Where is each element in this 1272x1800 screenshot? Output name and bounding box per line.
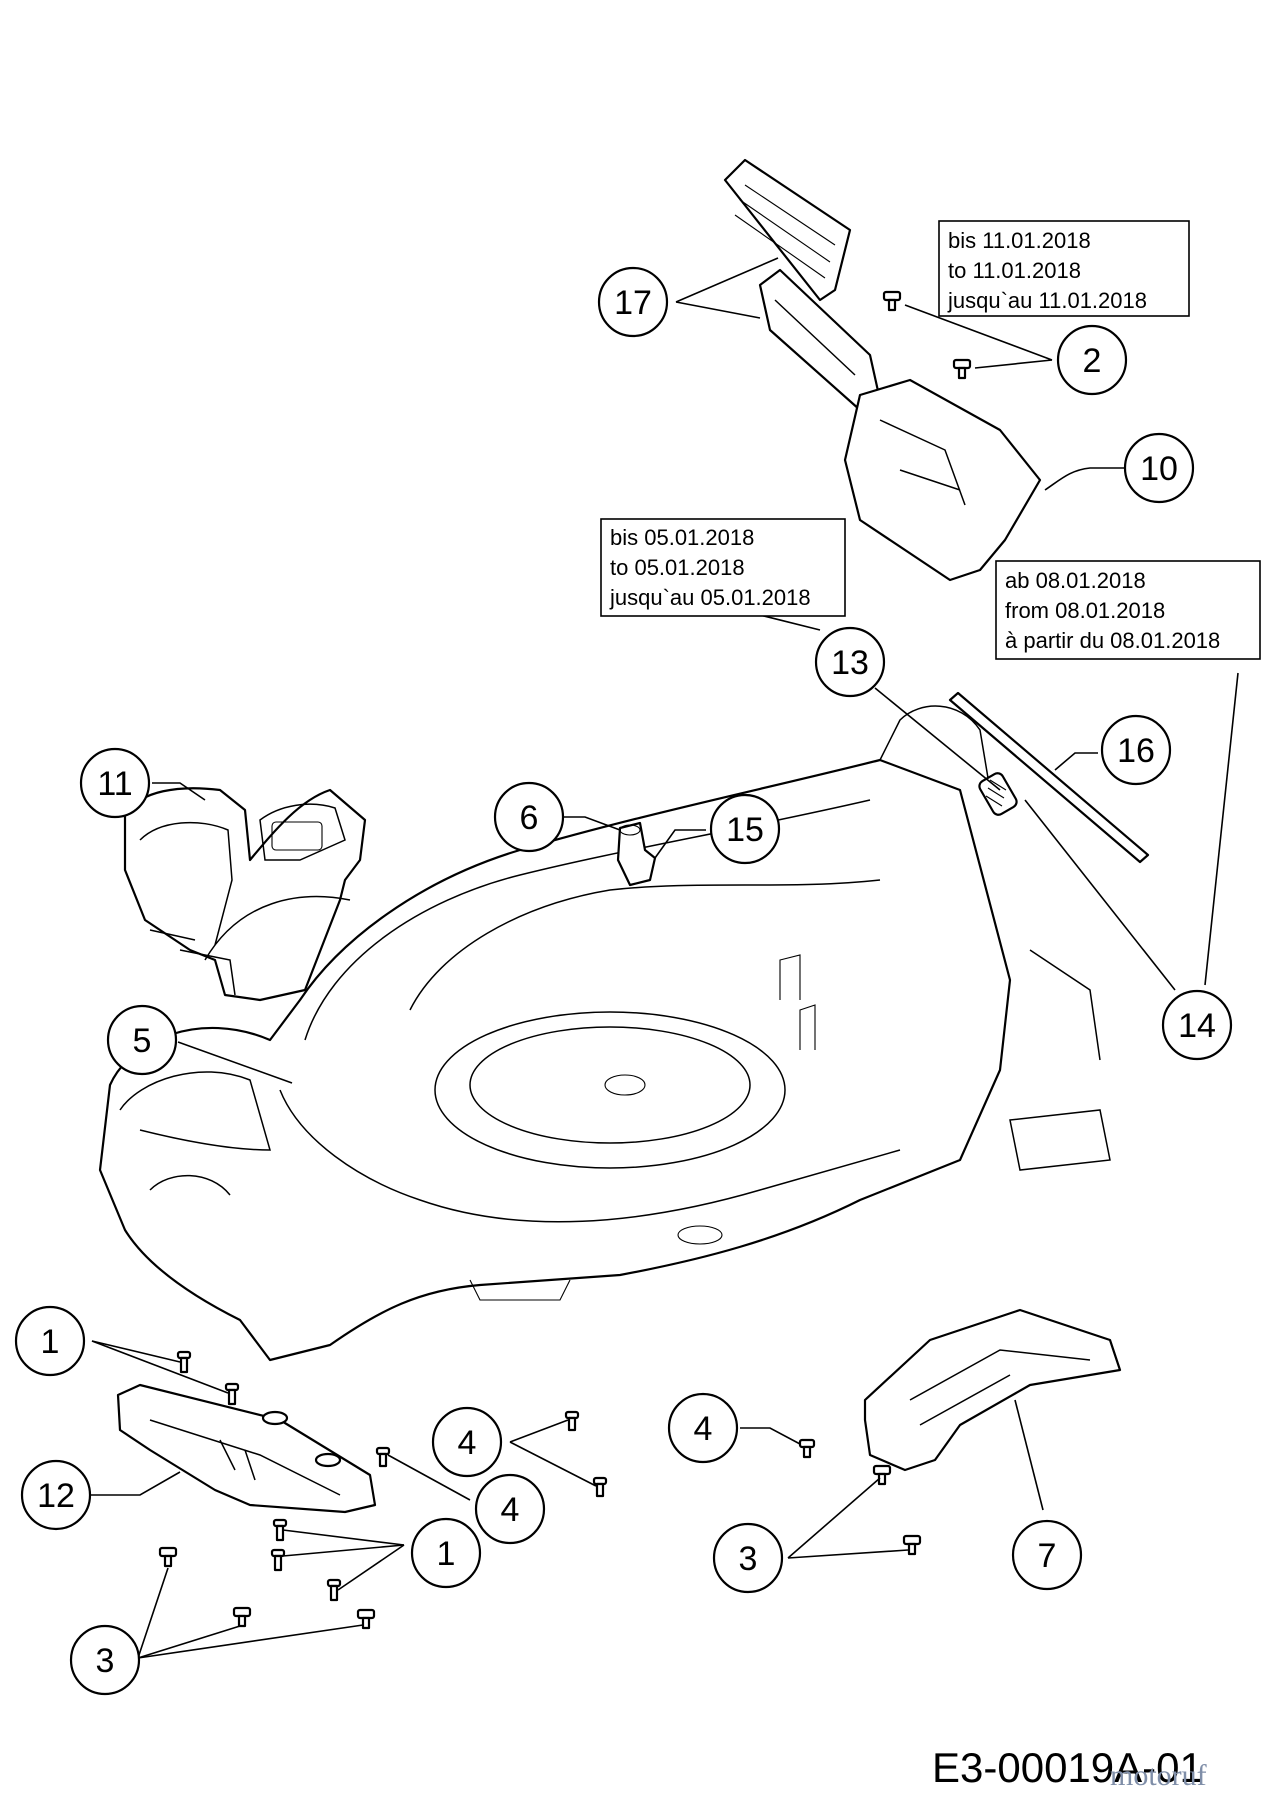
note-box-14: ab 08.01.2018 from 08.01.2018 à partir d…: [995, 560, 1261, 660]
callout-16: 16: [1100, 714, 1172, 786]
callout-1-upper-label: 1: [41, 1323, 60, 1361]
callout-1-upper: 1: [14, 1305, 86, 1377]
spring-part: [978, 772, 1018, 816]
callout-17: 17: [597, 266, 669, 338]
skid-plate-rear-part: [863, 1308, 1122, 1472]
callout-15: 15: [709, 793, 781, 865]
note-14-line-1: ab 08.01.2018: [1005, 568, 1146, 593]
rear-guard-part: [123, 787, 367, 1002]
callout-2-label: 2: [1083, 342, 1102, 380]
callout-14-label: 14: [1178, 1007, 1216, 1045]
callout-4-upper: 4: [431, 1406, 503, 1478]
mower-deck-part: [98, 705, 1111, 1362]
callout-3-left: 3: [69, 1624, 141, 1696]
note-2-line-1: bis 11.01.2018: [948, 228, 1091, 253]
callout-7: 7: [1011, 1519, 1083, 1591]
callout-6-label: 6: [520, 799, 539, 837]
skid-plate-front-part: [116, 1383, 377, 1514]
watermark: motoruf: [1110, 1759, 1207, 1792]
note-2-line-3: jusqu`au 11.01.2018: [947, 288, 1147, 313]
callout-3-right-label: 3: [739, 1540, 758, 1578]
leader-lines: [90, 257, 1239, 1659]
callout-2: 2: [1056, 324, 1128, 396]
callout-4-upper-label: 4: [458, 1424, 477, 1462]
callout-12-label: 12: [37, 1477, 75, 1515]
callout-5: 5: [106, 1004, 178, 1076]
rod-part: [948, 691, 1150, 864]
note-14-line-2: from 08.01.2018: [1005, 598, 1165, 623]
callout-15-label: 15: [726, 811, 764, 849]
note-box-2: bis 11.01.2018 to 11.01.2018 jusqu`au 11…: [938, 220, 1190, 317]
callout-1-lower: 1: [410, 1517, 482, 1589]
note-13-line-1: bis 05.01.2018: [610, 525, 754, 550]
callout-11-label: 11: [97, 765, 132, 803]
callout-6: 6: [493, 781, 565, 853]
callout-16-label: 16: [1117, 732, 1155, 770]
callout-7-label: 7: [1038, 1537, 1057, 1575]
callout-5-label: 5: [133, 1022, 152, 1060]
callout-3-right: 3: [712, 1522, 784, 1594]
callout-4-lower-label: 4: [501, 1491, 520, 1529]
callout-17-label: 17: [614, 284, 652, 322]
callout-12: 12: [20, 1459, 92, 1531]
screws: [158, 290, 972, 1630]
callout-3-left-label: 3: [96, 1642, 115, 1680]
callout-13: 13: [814, 626, 886, 698]
callout-4-right: 4: [667, 1392, 739, 1464]
callout-10: 10: [1123, 432, 1195, 504]
callout-14: 14: [1161, 989, 1233, 1061]
note-box-13: bis 05.01.2018 to 05.01.2018 jusqu`au 05…: [600, 518, 846, 617]
note-13-line-3: jusqu`au 05.01.2018: [609, 585, 811, 610]
note-2-line-2: to 11.01.2018: [948, 258, 1081, 283]
callout-4-lower: 4: [474, 1473, 546, 1545]
callout-11: 11: [79, 747, 151, 819]
callout-13-label: 13: [831, 644, 869, 682]
callout-10-label: 10: [1140, 450, 1178, 488]
note-14-line-3: à partir du 08.01.2018: [1005, 628, 1220, 653]
note-13-line-2: to 05.01.2018: [610, 555, 745, 580]
discharge-chute-part: [723, 158, 1042, 582]
callout-1-lower-label: 1: [437, 1535, 456, 1573]
callout-4-right-label: 4: [694, 1410, 713, 1448]
drawing-number: E3-00019A-01: [932, 1744, 1203, 1791]
